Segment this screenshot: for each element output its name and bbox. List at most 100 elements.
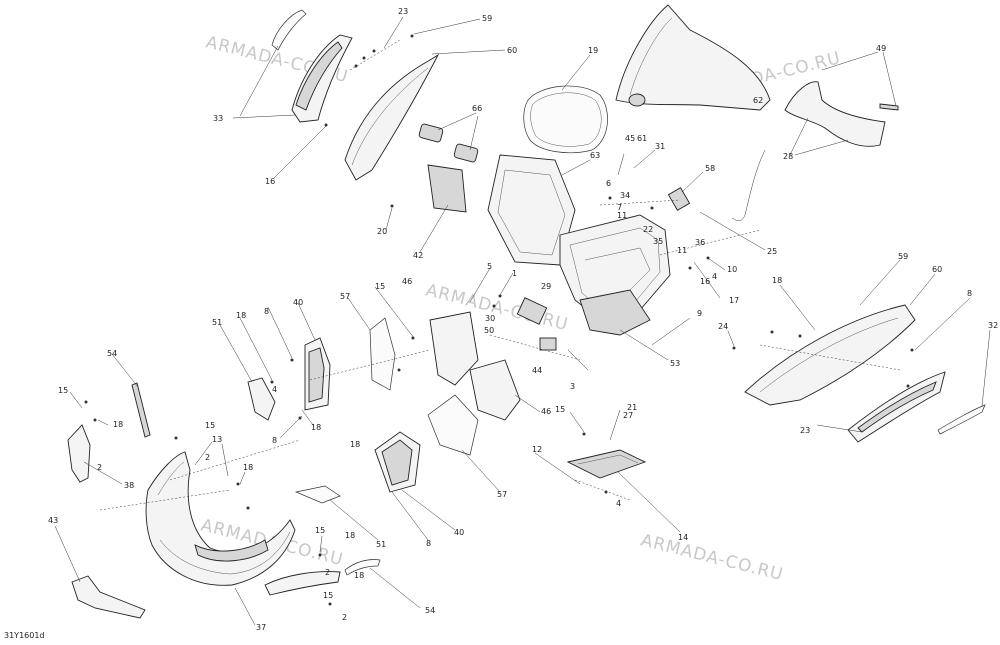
assembly-lines	[99, 39, 901, 511]
leader-line	[239, 471, 246, 485]
leader-line	[617, 153, 625, 176]
callout-15: 15	[205, 421, 215, 430]
callout-3: 3	[570, 382, 575, 391]
trim-strip-part-54b	[344, 559, 381, 576]
callout-21: 21	[627, 403, 637, 412]
parts	[67, 4, 986, 619]
callout-20: 20	[377, 227, 387, 236]
deflector-part-33	[271, 9, 307, 51]
callout-62: 62	[753, 96, 763, 105]
inner-tub-detail	[497, 169, 566, 256]
callout-37: 37	[256, 623, 266, 632]
leader-line	[821, 51, 879, 71]
fastener	[290, 358, 294, 362]
liner-part-57a	[369, 317, 396, 391]
callout-53: 53	[670, 359, 680, 368]
watermark-text: ARMADA-CO.RU	[639, 530, 786, 585]
headlight-left	[295, 41, 343, 111]
vent-duct-inner-40b	[381, 439, 413, 486]
inner-panel-part-46a	[429, 311, 479, 386]
leader-line	[909, 273, 936, 306]
seal-part-19	[523, 85, 608, 154]
callout-44: 44	[532, 366, 542, 375]
leader-line	[499, 272, 514, 296]
seal-inner	[530, 92, 602, 147]
lower-lip-part-37	[264, 571, 341, 596]
callout-28: 28	[783, 152, 793, 161]
leader-line	[567, 349, 589, 371]
callout-45: 45	[625, 134, 635, 143]
fastener	[174, 436, 178, 440]
leader-line	[707, 257, 726, 271]
side-panel-right-detail	[759, 317, 899, 393]
bracket-part-28	[784, 81, 886, 147]
fastener	[798, 334, 802, 338]
leader-line	[561, 159, 591, 176]
callout-7: 7	[617, 203, 622, 212]
assembly-line	[599, 199, 681, 206]
leader-line	[469, 115, 479, 151]
bumper-detail-b	[159, 531, 291, 575]
callout-30: 30	[485, 314, 495, 323]
callout-57: 57	[497, 490, 507, 499]
callout-15: 15	[58, 386, 68, 395]
drawing-code: 31Y1601d	[4, 631, 45, 640]
cover-detail	[629, 17, 673, 96]
leader-line	[794, 139, 849, 156]
callout-40: 40	[293, 298, 303, 307]
callout-57: 57	[340, 292, 350, 301]
leader-lines	[54, 16, 991, 626]
callout-4: 4	[616, 499, 621, 508]
bracket-part-66b	[453, 143, 479, 163]
leader-line	[383, 16, 404, 49]
callout-15: 15	[323, 591, 333, 600]
callout-8: 8	[426, 539, 431, 548]
leader-line	[561, 54, 591, 91]
fastener	[604, 490, 608, 494]
fastener	[411, 336, 415, 340]
callout-15: 15	[315, 526, 325, 535]
leader-line	[699, 211, 766, 251]
leader-line	[239, 317, 273, 381]
leader-line	[279, 415, 303, 439]
callout-40: 40	[454, 528, 464, 537]
callout-33: 33	[213, 114, 223, 123]
callout-2: 2	[205, 453, 210, 462]
leader-line	[401, 489, 456, 531]
assembly-line	[489, 334, 581, 361]
callout-49: 49	[876, 44, 886, 53]
callout-2: 2	[342, 613, 347, 622]
leader-line	[693, 261, 721, 299]
skid-plate-part-12	[566, 449, 647, 479]
callout-46: 46	[402, 277, 412, 286]
callout-15: 15	[375, 282, 385, 291]
callout-17: 17	[729, 296, 739, 305]
callout-22: 22	[643, 225, 653, 234]
callout-16: 16	[700, 277, 710, 286]
callout-2: 2	[97, 463, 102, 472]
leader-line	[347, 297, 371, 331]
leader-line	[534, 452, 581, 485]
callout-42: 42	[413, 251, 423, 260]
callout-23: 23	[398, 7, 408, 16]
leader-line	[69, 391, 83, 409]
callout-18: 18	[243, 463, 253, 472]
leader-line	[619, 329, 669, 361]
assembly-line	[99, 489, 231, 511]
callout-66: 66	[472, 104, 482, 113]
leader-line	[419, 204, 449, 253]
callout-18: 18	[236, 311, 246, 320]
callout-12: 12	[532, 445, 542, 454]
fastener	[324, 123, 328, 127]
headlight-right-lens	[857, 381, 937, 433]
leader-line	[431, 49, 506, 55]
liner-part-57b	[427, 394, 479, 456]
fastener	[910, 348, 914, 352]
fastener	[93, 418, 97, 422]
console-lower-tray	[579, 289, 651, 336]
callout-8: 8	[272, 436, 277, 445]
callout-18: 18	[354, 571, 364, 580]
cover-part-62	[615, 4, 771, 111]
leader-line	[789, 117, 809, 156]
